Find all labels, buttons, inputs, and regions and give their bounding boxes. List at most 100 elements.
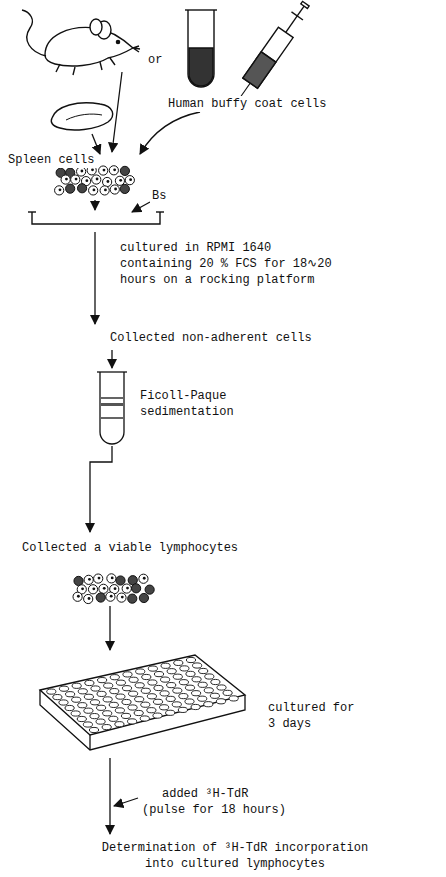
plate-well [115, 708, 124, 713]
plate-well [109, 702, 118, 707]
cell-nucleus [65, 178, 68, 181]
cell [109, 166, 118, 175]
flow-arrow [109, 758, 110, 834]
cell [116, 576, 125, 585]
ficoll-tube [101, 403, 123, 406]
plate-well [179, 694, 188, 699]
cell-nucleus [88, 578, 91, 581]
plate-well [110, 675, 119, 680]
culture-dish [32, 212, 160, 224]
plate-well [147, 694, 156, 699]
spleen-drawing [51, 103, 112, 130]
flow-arrow [90, 72, 200, 834]
cell [94, 574, 103, 583]
plate-well [160, 705, 169, 710]
plate-well [102, 725, 111, 730]
plate-well [161, 663, 170, 668]
plate-well [110, 689, 119, 694]
plate-well [173, 674, 182, 679]
plate-well [116, 694, 125, 699]
cell [74, 576, 83, 585]
plate-well [122, 686, 131, 691]
source-label: Spleen cells [6, 152, 96, 168]
plate-well [204, 688, 213, 693]
step-note: cultured for 3 days [266, 700, 370, 732]
syringe [286, 16, 297, 32]
plate-well [229, 696, 238, 701]
plate-well [166, 696, 175, 701]
syringe [297, 6, 304, 16]
plate-well [128, 719, 137, 724]
cell-nucleus [104, 189, 107, 192]
plate-well [97, 691, 106, 696]
cell [117, 593, 126, 602]
flow-arrow [140, 112, 200, 154]
culture-dish [28, 212, 164, 224]
cell-nucleus [98, 577, 101, 580]
cell [99, 584, 108, 593]
step-note: cultured in RPMI 1640 containing 20 % FC… [118, 240, 337, 289]
ficoll-tube [101, 397, 123, 398]
plate-well [84, 708, 93, 713]
cell-nucleus [88, 597, 91, 600]
cell [139, 574, 148, 583]
cell-nucleus [93, 189, 96, 192]
cell [125, 176, 134, 185]
plate-well [140, 716, 149, 721]
plate-well [72, 697, 81, 702]
cell-nucleus [107, 180, 110, 183]
syringe [243, 52, 276, 89]
cell [84, 594, 93, 603]
spleen-drawing [51, 103, 112, 130]
plate-well [153, 699, 162, 704]
plate-well [210, 693, 219, 698]
cell-nucleus [143, 577, 146, 580]
ficoll-tube [101, 417, 123, 418]
flow-arrow [114, 798, 138, 806]
plate-well [115, 722, 124, 727]
reagent-label: Bs [150, 188, 168, 204]
connector-word: or [146, 52, 164, 68]
cell [77, 167, 86, 176]
plate-well [179, 680, 188, 685]
plate-well [178, 707, 187, 712]
flow-arrow [109, 606, 110, 650]
plate-well [123, 672, 132, 677]
plate-well [148, 680, 157, 685]
ficoll-tube [97, 371, 127, 372]
cell [96, 593, 105, 602]
plate-well [97, 705, 106, 710]
plate-well [47, 689, 56, 694]
flow-arrow [112, 72, 122, 152]
plate-well [77, 716, 86, 721]
cell [120, 184, 129, 193]
cell-nucleus [75, 178, 78, 181]
microplate [89, 735, 90, 750]
plate-well [65, 705, 74, 710]
cell [122, 584, 131, 593]
plate-well [128, 705, 137, 710]
cell [145, 585, 154, 594]
plate-well [89, 727, 98, 732]
syringe [301, 1, 309, 8]
blood-tube [185, 9, 217, 10]
cell [139, 593, 148, 602]
plate-well [59, 686, 68, 691]
plate-well [198, 682, 207, 687]
cell [77, 184, 86, 193]
cell-nucleus [121, 596, 124, 599]
cell-nucleus [110, 595, 113, 598]
plate-well [96, 719, 105, 724]
plate-well [91, 686, 100, 691]
flow-arrow [111, 350, 112, 368]
mouse-drawing [22, 10, 46, 56]
plate-well [167, 669, 176, 674]
cell-nucleus [111, 576, 114, 579]
mouse-drawing [133, 46, 140, 52]
syringe [261, 52, 276, 62]
plate-well [147, 708, 156, 713]
cell [131, 584, 140, 593]
plate-well [136, 669, 145, 674]
plate-well [174, 660, 183, 665]
plate-well [204, 702, 213, 707]
